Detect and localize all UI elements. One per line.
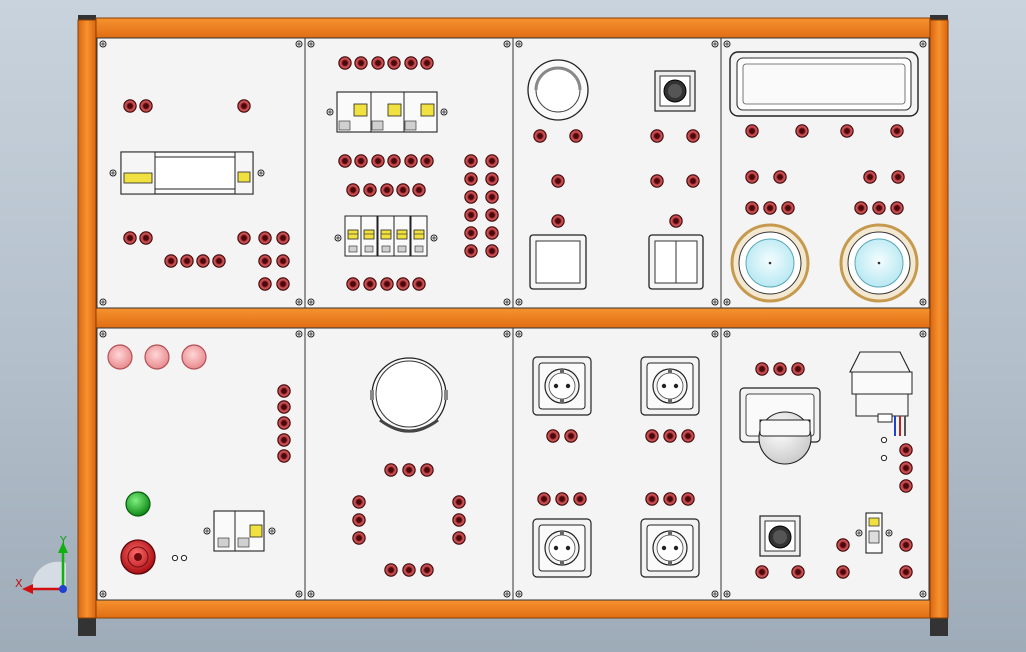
axis-y-label: Y xyxy=(59,534,67,547)
rcd-breaker-icon[interactable] xyxy=(203,510,276,552)
sensor-panel xyxy=(739,351,913,579)
double-switch-icon[interactable] xyxy=(648,234,704,290)
breaker-panel xyxy=(109,99,290,291)
gauge-icon xyxy=(839,223,919,303)
meter-panel xyxy=(729,51,919,303)
motion-sensor-icon xyxy=(739,387,821,465)
green-lamp-icon xyxy=(125,491,151,517)
frame-foot-left xyxy=(78,618,96,636)
mcb-distribution-panel xyxy=(326,56,499,291)
axis-x-label: X xyxy=(15,577,23,590)
lamp-holder-icon[interactable] xyxy=(370,357,448,433)
frame-rail-middle xyxy=(95,307,931,329)
wall-switch-icon[interactable] xyxy=(529,234,587,290)
push-button-icon[interactable] xyxy=(759,515,801,557)
indicator-panel xyxy=(107,344,291,575)
gauge-icon xyxy=(730,223,810,303)
frame-rail-bottom xyxy=(95,599,931,619)
axis-triad: Y X xyxy=(15,534,68,594)
emergency-stop-icon[interactable] xyxy=(120,539,156,575)
indicator-lamp-icon xyxy=(107,344,207,370)
small-terminal-pair[interactable] xyxy=(880,436,888,462)
post-cap-right xyxy=(930,15,948,20)
breaker-bank-icon[interactable] xyxy=(326,91,448,133)
lamp-holder-panel xyxy=(352,357,466,577)
lamp-socket-icon[interactable] xyxy=(527,59,589,121)
frame-post-right xyxy=(929,19,949,619)
post-cap-left xyxy=(78,15,96,20)
display-window-icon xyxy=(729,51,919,117)
mcb-group-icon[interactable] xyxy=(334,215,438,257)
frame-rail-top xyxy=(95,17,931,39)
orange-frame xyxy=(77,15,949,636)
photo-sensor-icon xyxy=(849,351,913,436)
frame-foot-right xyxy=(930,618,948,636)
lamp-switch-panel xyxy=(527,59,704,290)
circuit-breaker-icon[interactable] xyxy=(109,151,265,195)
small-terminal-pair[interactable] xyxy=(171,554,188,562)
push-button-icon[interactable] xyxy=(654,70,696,112)
toggle-switch-icon[interactable] xyxy=(855,512,893,554)
frame-post-left xyxy=(77,19,97,619)
